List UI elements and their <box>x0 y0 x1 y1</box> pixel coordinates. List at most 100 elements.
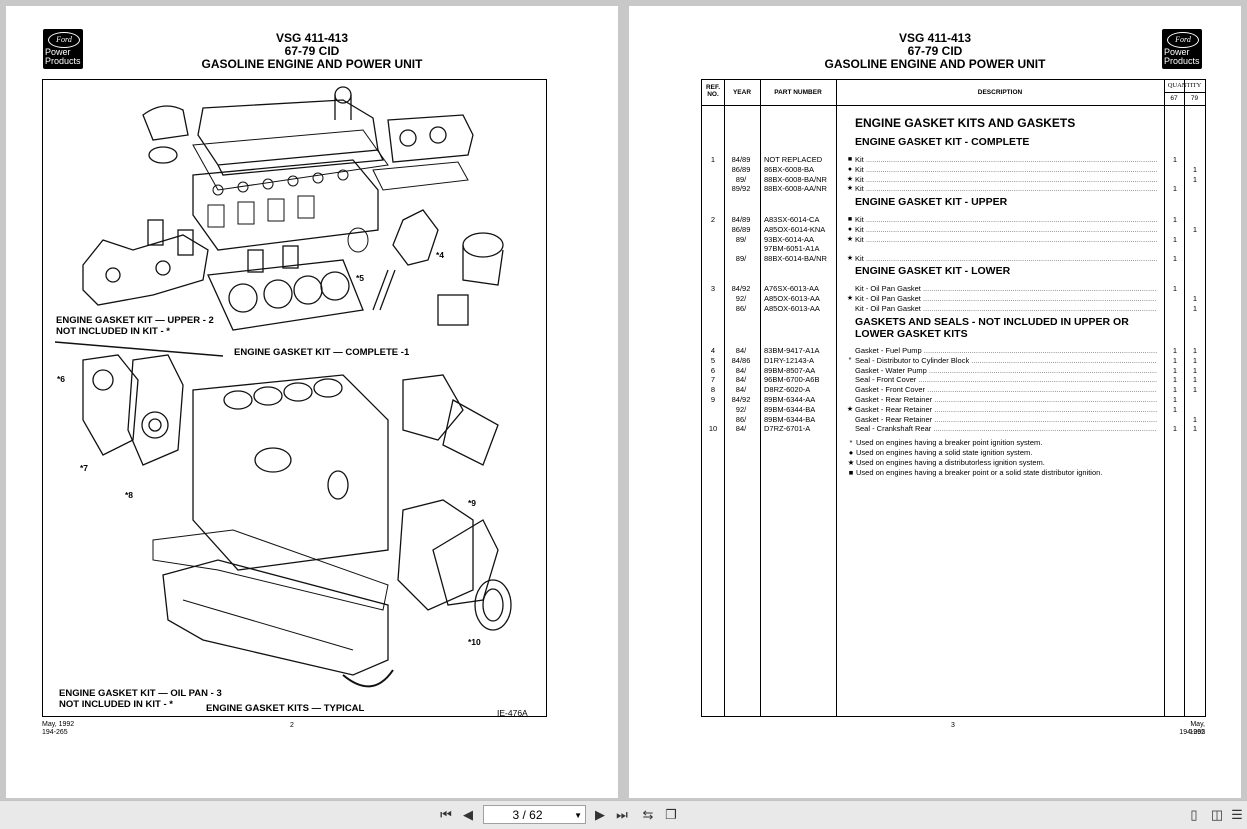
description-cell: Seal - Crankshaft Rear .................… <box>855 424 1157 434</box>
leader-dots: ........................................… <box>923 346 1157 355</box>
th-quantity: QUANTITY <box>1167 82 1202 89</box>
qty-79-cell: 1 <box>1192 375 1198 385</box>
legend-note: ★Used on engines having a distributorles… <box>846 458 1045 468</box>
year-cell: 89/ <box>735 254 747 264</box>
qty-divider <box>1164 92 1205 93</box>
usage-symbol: * <box>848 356 852 364</box>
description-cell: Seal - Distributor to Cylinder Block ...… <box>855 356 1157 366</box>
scroll-icon[interactable]: ☰ <box>1231 807 1243 822</box>
rotate-icon[interactable]: ⇆ <box>642 807 654 822</box>
year-cell: 84/ <box>735 365 747 375</box>
prev-page-icon[interactable]: ◀ <box>463 807 473 822</box>
callout-7: *7 <box>80 463 89 473</box>
logo-line2: Products <box>1164 56 1200 66</box>
next-page-icon[interactable]: ▶ <box>595 807 605 822</box>
leader-dots: ........................................… <box>934 404 1157 414</box>
leader-dots: ........................................… <box>927 385 1157 395</box>
qty-67-cell: 1 <box>1172 284 1178 293</box>
legend-text: Used on engines having a solid state ign… <box>856 448 1033 457</box>
ref-cell: 9 <box>710 395 716 404</box>
usage-symbol: ★ <box>846 235 854 243</box>
ref-cell: 5 <box>710 355 716 365</box>
last-page-icon[interactable]: ⏭ <box>616 807 628 822</box>
th-q79: 79 <box>1190 95 1199 102</box>
pdf-viewer-toolbar: ⏮ ◀ 3 / 62 ▼ ▶ ⏭ ⇆ ❐ ▯ ◫ ☰ <box>0 800 1247 829</box>
first-page-icon[interactable]: ⏮ <box>440 807 452 822</box>
page-number-select[interactable]: 3 / 62 ▼ <box>483 805 586 824</box>
page-indicator: 3 / 62 <box>512 808 543 822</box>
description-cell: Kit ....................................… <box>855 215 1157 225</box>
year-cell: 92/ <box>735 293 747 303</box>
compare-icon[interactable]: ❐ <box>665 807 677 822</box>
leader-dots: ........................................… <box>918 375 1157 385</box>
header-divider <box>702 105 1205 106</box>
part-number-cell: D7RZ-6701-A <box>764 424 811 434</box>
logo-line1: Power <box>1164 47 1190 57</box>
callout-5: *5 <box>356 273 365 283</box>
ref-cell: 3 <box>710 284 716 293</box>
qty-67-cell: 1 <box>1172 155 1178 164</box>
year-cell: 84/92 <box>731 395 751 404</box>
description-cell: Kit ....................................… <box>855 175 1157 185</box>
header-line3: GASOLINE ENGINE AND POWER UNIT <box>201 57 423 71</box>
description-cell: Kit ....................................… <box>855 155 1157 165</box>
page-header: VSG 411-413 67-79 CID GASOLINE ENGINE AN… <box>629 32 1241 71</box>
label-kit-complete: ENGINE GASKET KIT — COMPLETE -1 <box>234 347 410 358</box>
part-number-cell: 83BM-9417-A1A <box>764 346 820 355</box>
qty-79-cell: 1 <box>1192 346 1198 355</box>
callout-4: *4 <box>436 250 445 260</box>
description-text: Gasket - Water Pump <box>855 365 927 375</box>
callout-10: *10 <box>468 637 481 647</box>
qty-67-cell: 1 <box>1172 385 1178 395</box>
two-page-icon[interactable]: ◫ <box>1210 807 1224 822</box>
qty-79-cell: 1 <box>1192 164 1198 174</box>
th-ref: REF. NO. <box>705 84 721 98</box>
footer-date: May, 1992 <box>42 721 75 728</box>
qty-67-cell: 1 <box>1172 365 1178 375</box>
col-divider <box>760 80 761 716</box>
legend-symbol: ★ <box>847 458 855 467</box>
part-number-cell: A85OX-6013-AA <box>764 303 820 313</box>
part-number-cell: 88BX-6014-BA/NR <box>764 254 827 264</box>
part-number-cell: 93BX-6014-AA <box>764 234 815 244</box>
th-year: YEAR <box>732 89 752 96</box>
legend-text: Used on engines having a breaker point o… <box>856 468 1103 477</box>
th-part-number: PART NUMBER <box>774 89 822 96</box>
description-cell: Gasket - Front Cover ...................… <box>855 385 1157 395</box>
part-number-cell: A85OX-6014-KNA <box>764 224 826 234</box>
year-cell: 86/89 <box>731 164 751 174</box>
leader-dots: ........................................… <box>933 424 1157 434</box>
ref-cell: 4 <box>710 346 716 355</box>
part-number-cell: 89BM-6344-BA <box>764 404 816 414</box>
qty-67-cell: 1 <box>1172 375 1178 385</box>
year-cell: 89/ <box>735 234 747 244</box>
leader-dots: ........................................… <box>865 155 1157 164</box>
year-cell: 84/89 <box>731 215 751 224</box>
label-kit-upper: ENGINE GASKET KIT — UPPER - 2 <box>56 315 214 326</box>
col-divider <box>836 80 837 716</box>
header-line1: VSG 411-413 <box>275 31 349 45</box>
col-divider <box>724 80 725 716</box>
description-cell: Kit - Oil Pan Gasket ...................… <box>855 294 1157 304</box>
ford-power-products-logo: Ford Power Products <box>1162 29 1202 69</box>
part-number-cell: 96BM-6700-A6B <box>764 375 820 385</box>
year-cell: 84/ <box>735 375 747 385</box>
leader-dots: ........................................… <box>865 234 1157 244</box>
usage-symbol: ■ <box>847 216 853 223</box>
leader-dots: ........................................… <box>865 184 1157 194</box>
section-title: ENGINE GASKET KIT - LOWER <box>855 265 1011 277</box>
usage-symbol: ● <box>847 165 853 173</box>
logo-line2: Products <box>45 56 81 66</box>
usage-symbol: ■ <box>847 156 853 163</box>
single-page-icon[interactable]: ▯ <box>1190 807 1198 822</box>
part-number-cell: NOT REPLACED <box>764 155 823 164</box>
usage-symbol: ★ <box>846 175 854 183</box>
description-text: Kit - Oil Pan Gasket <box>855 284 921 293</box>
leader-dots: ........................................… <box>928 365 1157 375</box>
part-number-cell: A83SX-6014-CA <box>764 215 820 224</box>
